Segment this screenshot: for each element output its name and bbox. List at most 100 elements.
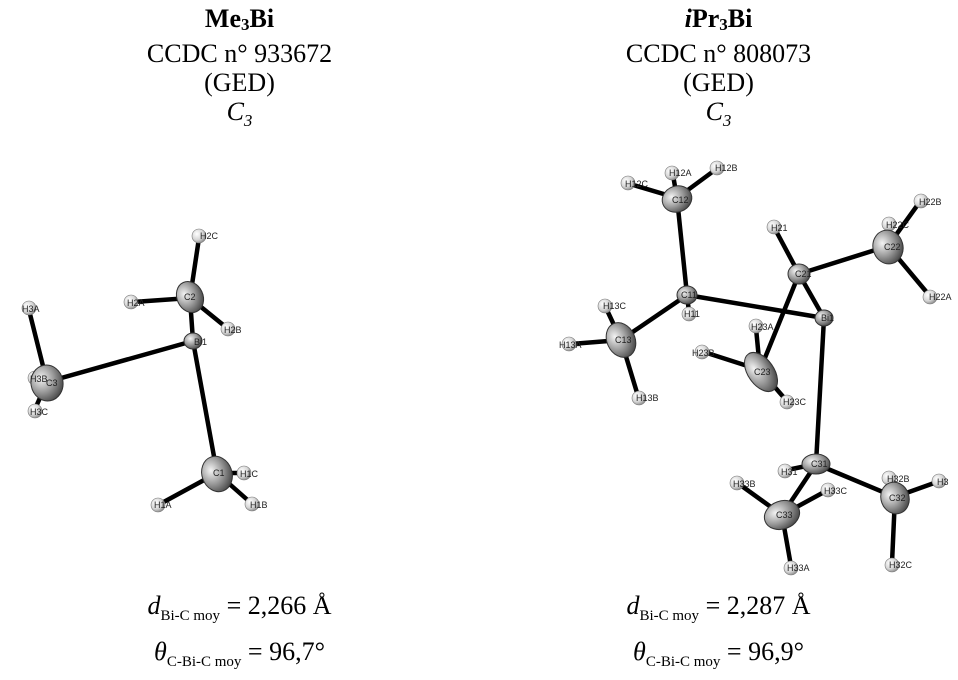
label-h13b: H13B xyxy=(636,393,659,403)
label-h3b: H3B xyxy=(30,374,48,384)
atom-c22 xyxy=(872,229,904,265)
atom-h1c xyxy=(236,465,252,481)
label-h11: H11 xyxy=(684,309,700,319)
ccdc-number: CCDC n° 808073 xyxy=(625,39,812,68)
label-h1c: H1C xyxy=(240,469,259,479)
atom-h33a xyxy=(783,560,799,576)
header-ipr3bi: iPr3Bi CCDC n° 808073 (GED) C3 xyxy=(479,4,958,135)
atom-c11 xyxy=(676,285,698,305)
molecule-ipr3bi: H12A H12B H12C C12 H22B H21 H22C C22 C21… xyxy=(559,160,952,576)
formula-ipr3bi: iPr3Bi xyxy=(684,4,753,34)
label-h1a: H1A xyxy=(154,500,172,510)
label-h33b: H33B xyxy=(733,479,756,489)
formula-me3bi: Me3Bi xyxy=(204,4,275,34)
atom-h22b xyxy=(913,193,929,209)
label-h23a: H23A xyxy=(751,322,774,332)
label-h23c: H23C xyxy=(783,397,807,407)
symmetry-label: C3 xyxy=(705,97,732,131)
bond-c21-c23 xyxy=(757,271,802,373)
footer-me3bi: dBi-C moy = 2,266 Å θC-Bi-C moy = 96,7° xyxy=(0,588,479,680)
bond-bi1-c31 xyxy=(813,315,827,467)
label-h22c: H22C xyxy=(886,220,910,230)
footer-ipr3bi: dBi-C moy = 2,287 Å θC-Bi-C moy = 96,9° xyxy=(479,588,958,680)
atom-h33c xyxy=(820,482,836,498)
angle-label: θC-Bi-C moy = 96,9° xyxy=(633,637,804,671)
panel-me3bi: Me3Bi CCDC n° 933672 (GED) C3 xyxy=(0,0,479,670)
atom-h2a xyxy=(123,294,139,310)
atom-h23c xyxy=(779,394,795,410)
label-c31: C31 xyxy=(811,459,828,469)
atom-h23a xyxy=(748,318,764,334)
label-c23: C23 xyxy=(754,367,771,377)
atom-h22a xyxy=(922,289,938,305)
atom-c12 xyxy=(661,185,693,213)
label-h32b: H32B xyxy=(887,474,910,484)
atom-c32 xyxy=(880,481,910,515)
atom-h13c xyxy=(597,298,613,314)
label-h31: H31 xyxy=(781,467,798,477)
label-c33: C33 xyxy=(776,510,793,520)
label-c22: C22 xyxy=(884,242,901,252)
label-h13c: H13C xyxy=(603,301,627,311)
label-c11: C11 xyxy=(681,290,697,300)
distance-label: dBi-C moy = 2,287 Å xyxy=(626,591,811,625)
atom-h33b xyxy=(729,475,745,491)
atom-h23b xyxy=(694,344,710,360)
atom-h1a xyxy=(150,497,166,513)
label-h22b: H22B xyxy=(919,197,942,207)
method-label: (GED) xyxy=(683,68,754,97)
label-h23b: H23B xyxy=(692,348,715,358)
atom-c1 xyxy=(201,455,233,493)
molecule-me3bi: H2C H2A C2 Bi1 H2B H3A H3B C3 H3C C1 H1C… xyxy=(21,228,268,513)
panel-ipr3bi: iPr3Bi CCDC n° 808073 (GED) C3 xyxy=(479,0,958,670)
atom-c13 xyxy=(605,322,637,358)
label-h3a: H3A xyxy=(22,304,40,314)
atom-h1b xyxy=(244,496,260,512)
atom-c31 xyxy=(801,453,831,475)
atom-c3 xyxy=(30,364,64,402)
label-c32: C32 xyxy=(889,493,906,503)
method-label: (GED) xyxy=(204,68,275,97)
label-h12c: H12C xyxy=(625,179,649,189)
atom-c33 xyxy=(763,499,801,531)
atom-h2b xyxy=(220,321,236,337)
atom-h12c xyxy=(620,175,636,191)
label-h12b: H12B xyxy=(715,163,738,173)
label-h21: H21 xyxy=(771,223,788,233)
bond-bi1-c1 xyxy=(190,338,220,476)
label-h3: H3 xyxy=(937,477,949,487)
atom-h12a xyxy=(664,165,680,181)
atom-c23 xyxy=(743,351,779,393)
label-c21: C21 xyxy=(795,269,812,279)
label-c1: C1 xyxy=(213,468,225,478)
label-h1b: H1B xyxy=(250,500,268,510)
label-c13: C13 xyxy=(615,335,632,345)
atom-h11 xyxy=(681,306,697,322)
atom-bi1 xyxy=(183,332,203,350)
bond-c11-c12 xyxy=(674,195,690,298)
distance-label: dBi-C moy = 2,266 Å xyxy=(147,591,332,625)
label-h13a: H13A xyxy=(559,340,582,350)
label-c2: C2 xyxy=(184,292,196,302)
atom-h12b xyxy=(709,160,725,176)
atom-h2c xyxy=(191,228,207,244)
label-bi1: Bi1 xyxy=(194,337,207,347)
label-h2c: H2C xyxy=(200,231,219,241)
symmetry-label: C3 xyxy=(226,97,253,131)
label-h12a: H12A xyxy=(669,168,692,178)
atom-c2 xyxy=(175,280,205,314)
atom-c21 xyxy=(787,263,811,285)
ccdc-number: CCDC n° 933672 xyxy=(146,39,333,68)
atom-bi1 xyxy=(814,309,834,327)
label-c12: C12 xyxy=(672,195,689,205)
atom-h31 xyxy=(777,463,793,479)
atom-h3c xyxy=(27,403,43,419)
bond-bi1-c11 xyxy=(684,292,827,321)
atom-h13a xyxy=(561,336,577,352)
atom-h13b xyxy=(631,390,647,406)
atom-h3 xyxy=(931,473,947,489)
label-h22a: H22A xyxy=(929,292,952,302)
label-h2a: H2A xyxy=(127,298,145,308)
label-h33c: H33C xyxy=(824,486,848,496)
atom-h32c xyxy=(884,557,900,573)
